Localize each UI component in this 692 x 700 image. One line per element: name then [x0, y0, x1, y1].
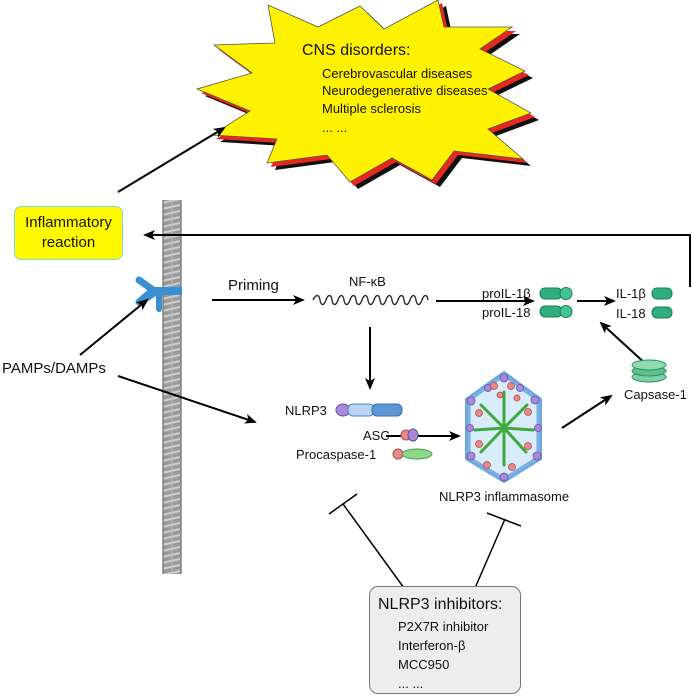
il1b-label: IL-1β: [616, 286, 646, 301]
cell-membrane: [162, 200, 182, 574]
nfkb-label: NF-κB: [349, 274, 386, 289]
inflammasome-label: NLRP3 inflammasome: [439, 489, 570, 504]
procaspase1-protein-icon: [392, 448, 433, 460]
inflammatory-line: Inflammatory: [25, 214, 112, 231]
arrow-pamps-nlrp3: [117, 375, 257, 424]
nfkb-coil-icon: [312, 294, 429, 306]
capsase1-label: Capsase-1: [624, 387, 687, 402]
asc-protein-icon: [400, 428, 419, 442]
proil18-label: proIL-18: [482, 305, 531, 320]
nlrp3-label: NLRP3: [285, 403, 327, 418]
procaspase1-label: Procaspase-1: [296, 447, 377, 462]
inhibitor-item: ... ...: [398, 676, 424, 691]
inhibition-lines: [328, 493, 522, 589]
il18-label: IL-18: [616, 306, 646, 321]
pamps-damps-label: PAMPs/DAMPs: [2, 360, 106, 377]
inhibitor-item: MCC950: [398, 657, 450, 672]
cns-item: Cerebrovascular diseases: [322, 66, 473, 81]
inhibitor-item: P2X7R inhibitor: [398, 619, 489, 634]
arrow-to-capsase: [561, 394, 613, 429]
cns-item: Neurodegenerative diseases: [322, 83, 488, 98]
cns-title: CNS disorders:: [302, 42, 411, 59]
inflammatory-reaction-box: Inflammatory reaction: [14, 206, 123, 260]
arrows: [79, 126, 691, 441]
proil-capsules-icon: [539, 287, 573, 318]
cns-item: Multiple sclerosis: [322, 101, 421, 116]
arrow-to-cns: [117, 126, 226, 193]
inflammasome-icon: [465, 370, 542, 484]
nlrp3-inhibitors-box: NLRP3 inhibitors: P2X7R inhibitor Interf…: [369, 586, 521, 694]
asc-label: ASC: [363, 428, 390, 443]
proil1b-label: proIL-1β: [482, 286, 531, 301]
arrow-feedback: [143, 230, 691, 287]
inhibitors-title: NLRP3 inhibitors:: [378, 596, 503, 613]
nlrp3-protein-icon: [335, 403, 403, 417]
capsase1-icon: [631, 359, 667, 383]
reaction-line: reaction: [41, 234, 96, 251]
burst-yellow-layer: [195, 0, 532, 183]
il-capsules-icon: [651, 287, 673, 319]
cns-item: ... ...: [322, 120, 348, 135]
inhibitor-item: Interferon-β: [398, 638, 466, 653]
arrow-pamps-receptor: [79, 298, 149, 356]
cns-burst: [195, 0, 539, 189]
priming-label: Priming: [228, 277, 279, 294]
